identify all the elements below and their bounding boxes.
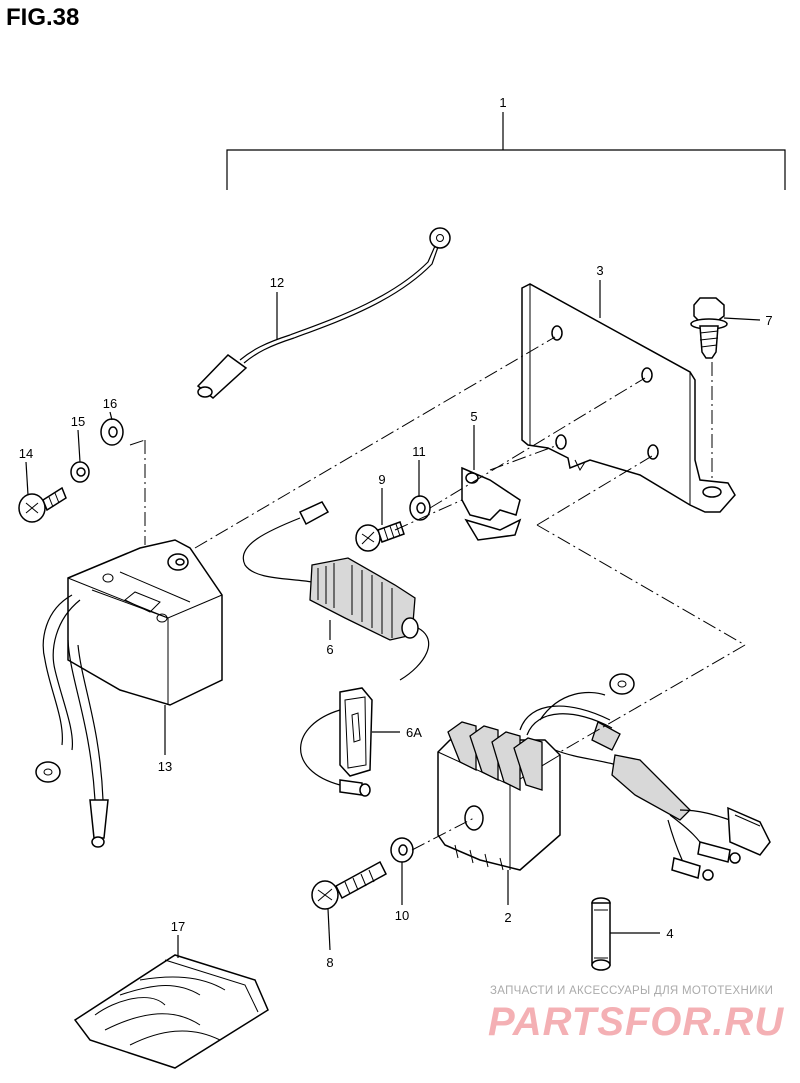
callout-labels: 1 2 3 4 5 6 6A 7 8 9 10 11 12 13 14 15 1…	[19, 95, 773, 970]
part-2-rectifier[interactable]	[437, 673, 771, 881]
part-8-screw[interactable]	[311, 860, 387, 910]
part-15-lock-washer[interactable]	[70, 461, 90, 483]
part-7-flange-bolt[interactable]	[690, 297, 728, 482]
part-4-fuse[interactable]	[591, 897, 611, 971]
callout-11: 11	[412, 444, 426, 459]
callout-leaders	[25, 280, 761, 958]
callout-4: 4	[666, 926, 673, 941]
callout-1: 1	[499, 95, 506, 110]
callout-16: 16	[103, 396, 117, 411]
watermark-logo: PARTSFOR.RU	[488, 1000, 785, 1044]
callout-15: 15	[71, 414, 85, 429]
callout-8: 8	[326, 955, 333, 970]
callout-14: 14	[19, 446, 33, 461]
part-3-mounting-plate[interactable]	[521, 283, 736, 513]
callout-10: 10	[395, 908, 409, 923]
part-6a-fuse-holder[interactable]	[300, 687, 373, 797]
part-11-washer[interactable]	[409, 495, 431, 521]
part-17-bag[interactable]	[73, 954, 269, 1069]
figure-title: FIG.38	[6, 4, 80, 31]
callout-3: 3	[596, 263, 603, 278]
part-5-clamp[interactable]	[461, 466, 522, 541]
part-9-screw[interactable]	[355, 521, 405, 552]
part-6-switch[interactable]	[242, 501, 430, 681]
callout-12: 12	[270, 275, 284, 290]
part-14-screw[interactable]	[18, 486, 67, 523]
callout-6: 6	[326, 642, 333, 657]
part-10-washer[interactable]	[390, 837, 414, 863]
part-12-ground-wire[interactable]	[196, 227, 451, 399]
part-13-cdi-unit[interactable]	[35, 539, 223, 848]
watermark-caption: ЗАПЧАСТИ И АКСЕССУАРЫ ДЛЯ МОТОТЕХНИКИ	[490, 985, 774, 997]
assembly-reference-lines	[129, 336, 746, 851]
callout-7: 7	[765, 313, 772, 328]
callout-6a: 6A	[406, 725, 422, 740]
callout-17: 17	[171, 919, 185, 934]
callout-2: 2	[504, 910, 511, 925]
callout-13: 13	[158, 759, 172, 774]
callout-5: 5	[470, 409, 477, 424]
part-16-washer[interactable]	[100, 418, 124, 446]
callout-9: 9	[378, 472, 385, 487]
assembly-bracket-line	[226, 112, 786, 190]
